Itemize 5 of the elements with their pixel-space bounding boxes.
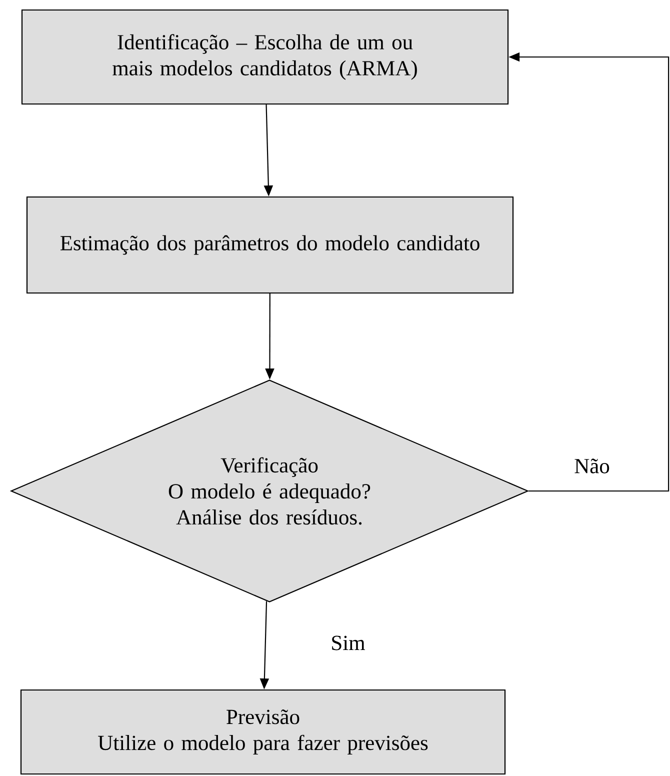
edge-label: Sim: [330, 634, 366, 652]
process-box: Estimação dos parâmetros do modelo candidato: [26, 196, 514, 294]
process-box: Identificação – Escolha de um ou mais modelos candidatos (ARMA): [21, 9, 509, 105]
process-box: Previsão Utilize o modelo para fazer previsões: [20, 689, 506, 775]
edge-label: Não: [573, 458, 611, 474]
